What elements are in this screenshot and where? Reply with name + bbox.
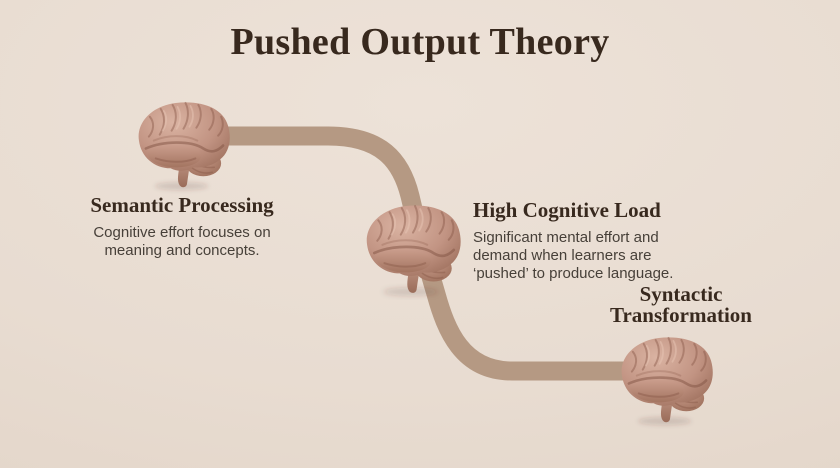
brain-icon — [367, 205, 461, 295]
step-high-cognitive-load: High Cognitive Load Significant mental e… — [473, 199, 688, 283]
page-title: Pushed Output Theory — [230, 21, 610, 63]
brain-icon — [622, 337, 713, 425]
step-description: Cognitive effort focuses on meaning and … — [93, 224, 271, 260]
step-syntactic-transformation: Syntactic Transformation — [601, 284, 761, 326]
step-description: Significant mental effort and demand whe… — [473, 229, 674, 283]
step-heading: Syntactic Transformation — [610, 282, 752, 327]
step-heading: High Cognitive Load — [473, 198, 661, 222]
brain-icon — [139, 102, 230, 190]
step-semantic-processing: Semantic Processing Cognitive effort foc… — [62, 194, 302, 260]
step-heading: Semantic Processing — [90, 193, 274, 217]
